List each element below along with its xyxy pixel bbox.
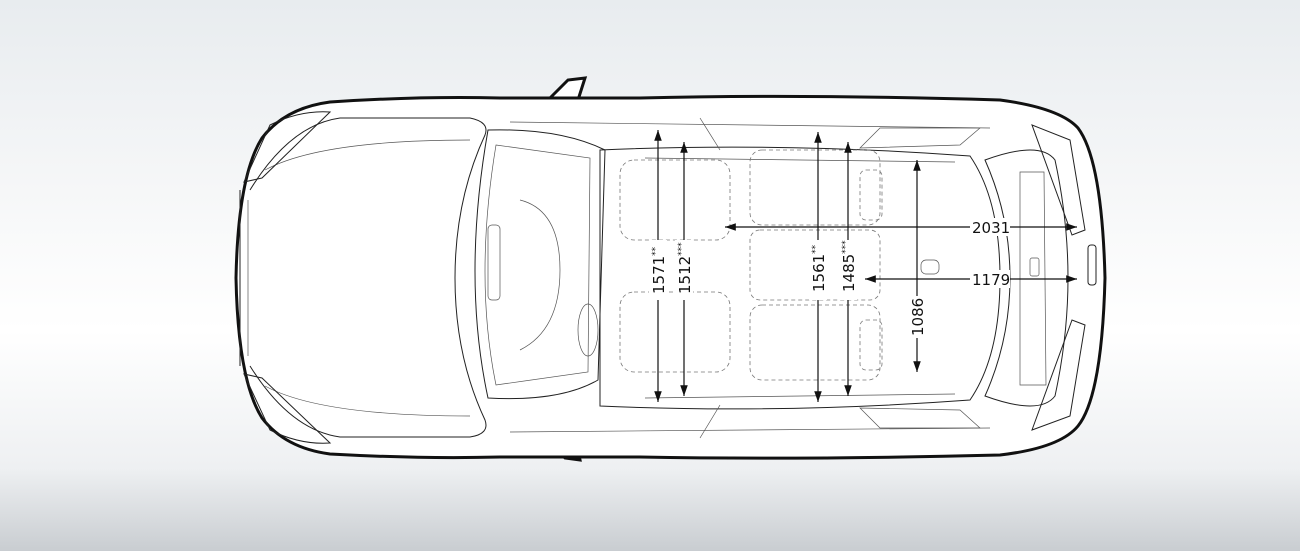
dim-label-1485: 1485*** bbox=[840, 240, 858, 292]
dim-label-1571: 1571** bbox=[650, 246, 668, 294]
dim-label-1179: 1179 bbox=[972, 271, 1010, 289]
windshield bbox=[474, 129, 606, 400]
dim-label-2031: 2031 bbox=[972, 219, 1010, 237]
dim-label-1512: 1512*** bbox=[676, 242, 694, 294]
dim-label-1086: 1086 bbox=[909, 298, 927, 336]
dim-label-1561: 1561** bbox=[810, 244, 828, 292]
hood bbox=[249, 117, 487, 438]
car-body-outline bbox=[234, 94, 1107, 460]
